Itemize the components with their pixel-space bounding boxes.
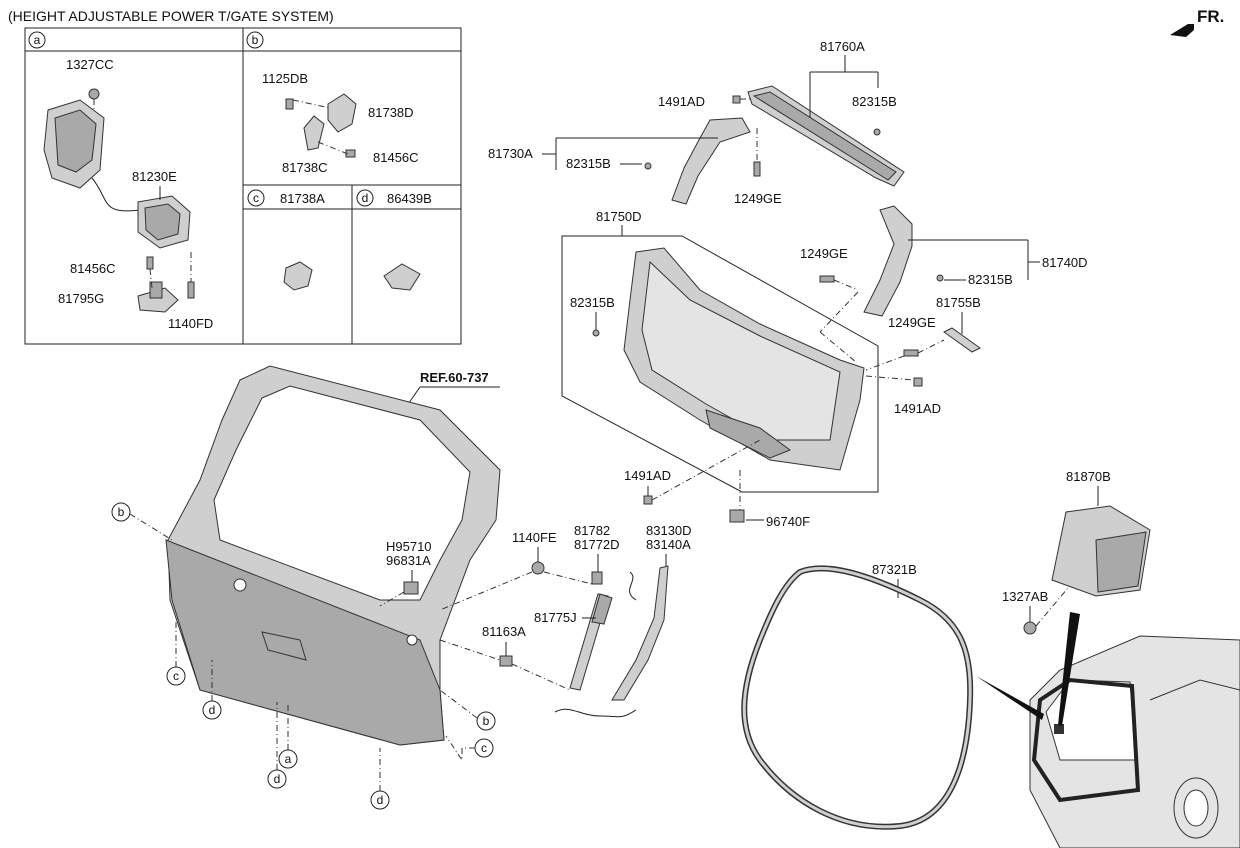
callout-d-2: d (267, 769, 287, 789)
part-87321B: 87321B (872, 562, 917, 577)
svg-text:a: a (285, 752, 292, 766)
side-trim-right-part (863, 205, 913, 317)
box-a-id: a (28, 31, 46, 49)
direction-label: FR. (1197, 7, 1224, 26)
clip-86439B-icon (383, 263, 421, 291)
diagram-header: (HEIGHT ADJUSTABLE POWER T/GATE SYSTEM) (8, 8, 334, 24)
part-81230E: 81230E (132, 169, 177, 184)
svg-text:d: d (362, 191, 369, 205)
tailgate-panel-part (165, 365, 501, 746)
part-1491AD-1: 1491AD (658, 94, 705, 109)
part-1125DB: 1125DB (262, 71, 308, 86)
locator-wedge-2 (1058, 612, 1080, 726)
nut-icon (88, 88, 100, 100)
nut-icon-2 (1023, 621, 1037, 635)
part-81163A: 81163A (482, 624, 526, 639)
part-81760A: 81760A (820, 39, 865, 54)
inset-boxes (24, 27, 462, 345)
garnish-strip-part (943, 327, 981, 353)
part-82315B-1: 82315B (852, 94, 897, 109)
part-81740D: 81740D (1042, 255, 1088, 270)
power-strut-part (569, 593, 613, 691)
part-82315B-3: 82315B (570, 295, 615, 310)
part-1140FD: 1140FD (168, 316, 213, 331)
part-81775J: 81775J (534, 610, 577, 625)
part-81795G: 81795G (58, 291, 104, 306)
camera-module-part (403, 581, 419, 595)
box-d-part-label: 86439B (387, 191, 432, 206)
svg-text:b: b (483, 714, 490, 728)
svg-text:c: c (481, 741, 487, 755)
part-81730A: 81730A (488, 146, 533, 161)
part-82315B-4: 82315B (968, 272, 1013, 287)
part-1327AB: 1327AB (1002, 589, 1048, 604)
part-83140A: 83140A (646, 537, 691, 552)
spoiler-trim-part (747, 85, 905, 187)
svg-text:c: c (253, 191, 259, 205)
part-1249GE-1: 1249GE (734, 191, 782, 206)
part-1491AD-3: 1491AD (624, 468, 671, 483)
part-81456C-a: 81456C (70, 261, 116, 276)
pinch-strip-sensor-part (611, 565, 669, 701)
part-1140FE: 1140FE (512, 530, 557, 545)
svg-text:b: b (118, 505, 125, 519)
callout-b-1: b (111, 502, 131, 522)
part-81870B: 81870B (1066, 469, 1111, 484)
part-81755B: 81755B (936, 295, 981, 310)
part-96740F: 96740F (766, 514, 810, 529)
part-81772D: 81772D (574, 537, 620, 552)
part-81738D: 81738D (368, 105, 414, 120)
bracket-part (285, 93, 357, 158)
part-1249GE-3: 1249GE (888, 315, 936, 330)
callout-d-1: d (202, 700, 222, 720)
svg-text:c: c (173, 669, 179, 683)
part-83130D: 83130D (646, 523, 692, 538)
callout-b-2: b (476, 711, 496, 731)
control-module-part (1051, 505, 1151, 597)
latch-actuator-part (43, 88, 195, 313)
clip-81738A-icon (283, 261, 313, 291)
callout-d-3: d (370, 790, 390, 810)
svg-text:d: d (209, 703, 216, 717)
vehicle-rear-view (1029, 635, 1240, 848)
callout-a-1: a (278, 749, 298, 769)
locator-wedge-1 (976, 676, 1044, 720)
part-81456C-b: 81456C (373, 150, 419, 165)
inner-trim-panel-part (623, 247, 865, 471)
part-81750D: 81750D (596, 209, 642, 224)
part-1327CC: 1327CC (66, 57, 114, 72)
box-b-id: b (246, 31, 264, 49)
part-82315B-2: 82315B (566, 156, 611, 171)
svg-text:a: a (34, 33, 41, 47)
svg-text:d: d (377, 793, 384, 807)
part-96831A: 96831A (386, 553, 431, 568)
weatherstrip-part (741, 565, 974, 830)
svg-text:b: b (252, 33, 259, 47)
side-trim-left-part (671, 117, 751, 205)
part-81782: 81782 (574, 523, 610, 538)
box-d-id: d (356, 189, 374, 207)
reference-label: REF.60-737 (420, 370, 489, 385)
callout-c-2: c (474, 738, 494, 758)
box-c-id: c (247, 189, 265, 207)
trim-panel-frame (561, 235, 879, 493)
part-1249GE-2: 1249GE (800, 246, 848, 261)
part-81738C: 81738C (282, 160, 328, 175)
part-H95710: H95710 (386, 539, 432, 554)
box-c-part-label: 81738A (280, 191, 325, 206)
callout-c-1: c (166, 666, 186, 686)
front-arrow-icon (1170, 24, 1194, 37)
part-1491AD-2: 1491AD (894, 401, 941, 416)
svg-text:d: d (274, 772, 281, 786)
